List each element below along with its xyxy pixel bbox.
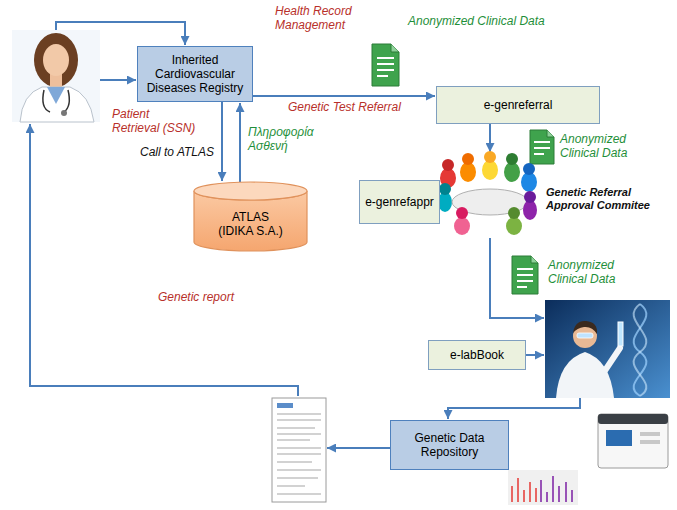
flow-line <box>526 354 544 356</box>
database-cylinder: ATLAS (IDIKA S.A.) <box>193 182 308 252</box>
flow-line <box>100 79 136 81</box>
repository-box: Genetic Data Repository <box>390 420 509 470</box>
process-box: e-genrefappr <box>359 180 440 224</box>
doctor-illustration <box>61 110 67 116</box>
document-icon <box>534 142 550 154</box>
annotation: Patient Retrieval (SSN) <box>112 107 196 135</box>
scientist-illustration <box>618 322 623 346</box>
committee-illustration <box>508 207 520 219</box>
committee-illustration <box>506 217 522 235</box>
flow-line <box>490 238 544 318</box>
sequence-chart <box>508 470 578 505</box>
process-box: e-labBook <box>428 340 526 370</box>
committee-illustration <box>442 159 454 171</box>
sequence-chart <box>512 478 536 502</box>
annotation: Genetic Referral Approval Commitee <box>546 186 660 212</box>
node-label: ATLAS (IDIKA S.A.) <box>214 210 288 238</box>
doctor-illustration <box>34 33 78 87</box>
node-label: e-genrefappr <box>365 195 434 209</box>
doctor-illustration <box>12 30 100 122</box>
flow-line <box>489 124 491 152</box>
document-icon <box>530 130 554 164</box>
doctor-illustration <box>20 87 94 122</box>
committee-illustration <box>484 151 496 163</box>
sequencer-illustration <box>606 430 632 446</box>
flow-line <box>56 22 185 45</box>
edge-label: Πληροφορία Ασθενή <box>246 125 332 153</box>
annotation: Anonymized Clinical Data <box>560 132 636 160</box>
document-icon <box>530 130 554 164</box>
document-icon <box>531 256 538 263</box>
sequencer-illustration <box>640 432 660 436</box>
document-icon <box>547 130 554 137</box>
committee-illustration <box>439 183 451 195</box>
process-box: Inherited Cardiovascular Diseases Regist… <box>137 46 253 102</box>
doctor-illustration <box>43 90 69 112</box>
annotation: Genetic report <box>158 290 268 304</box>
document-icon <box>391 44 399 52</box>
sequence-chart <box>541 476 572 502</box>
sequencer-illustration <box>598 414 668 468</box>
report-document <box>277 414 321 494</box>
scientist-illustration <box>634 304 647 396</box>
node-label: e-labBook <box>450 348 504 362</box>
report-document <box>277 403 293 408</box>
annotation: Anonymized Clinical Data <box>548 258 648 286</box>
scientist-illustration <box>556 352 614 398</box>
sequencer-illustration <box>598 414 668 424</box>
node-label: Inherited Cardiovascular Diseases Regist… <box>143 53 247 95</box>
scientist-illustration <box>604 348 620 372</box>
scientist-illustration <box>634 304 647 396</box>
committee-illustration <box>524 191 536 203</box>
document-icon <box>517 269 533 287</box>
doctor-illustration <box>43 44 69 76</box>
doctor-illustration <box>50 74 62 88</box>
sequencer-illustration <box>598 414 668 468</box>
doctor-illustration <box>12 30 100 122</box>
flow-line <box>30 124 298 396</box>
sequence-chart <box>508 470 578 505</box>
document-icon <box>377 58 394 76</box>
connector <box>239 103 241 182</box>
sequencer-illustration <box>640 440 660 444</box>
document-icon <box>512 256 538 294</box>
connector <box>253 95 435 97</box>
committee-illustration <box>506 153 518 165</box>
flow-line <box>448 398 580 419</box>
process-box: e-genreferral <box>436 86 600 124</box>
report-document <box>272 398 326 502</box>
document-icon <box>372 44 399 86</box>
database-cylinder <box>194 182 307 200</box>
doctor-illustration <box>47 87 65 104</box>
edge-label: Call to ATLAS <box>138 145 216 159</box>
committee-illustration <box>523 163 535 175</box>
committee-illustration <box>456 207 468 219</box>
edge-label: Genetic Test Referral <box>286 100 403 114</box>
report-document <box>272 398 326 502</box>
scientist-illustration <box>545 300 670 398</box>
connector <box>221 102 223 181</box>
scientist-illustration <box>573 321 597 334</box>
node-label: Genetic Data Repository <box>396 431 503 459</box>
flow-line <box>327 447 390 449</box>
committee-illustration <box>454 217 470 235</box>
node-label: e-genreferral <box>484 98 553 112</box>
document-icon <box>512 256 538 294</box>
scientist-illustration <box>577 333 593 338</box>
committee-illustration <box>462 153 474 165</box>
document-icon <box>372 44 399 86</box>
annotation: Anonymized Clinical Data <box>408 14 578 28</box>
scientist-illustration <box>545 300 670 398</box>
committee-illustration <box>438 151 537 235</box>
annotation: Health Record Management <box>275 4 365 32</box>
